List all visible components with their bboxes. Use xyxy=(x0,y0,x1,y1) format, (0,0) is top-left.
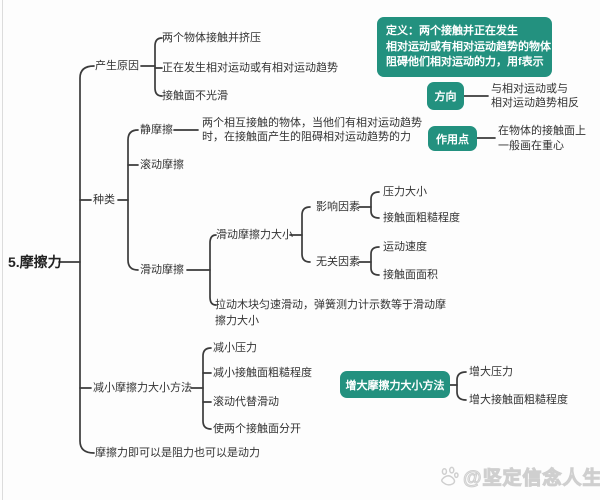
influence-item-1: 压力大小 xyxy=(383,186,427,198)
friction-role-note: 摩擦力即可以是阻力也可以是动力 xyxy=(95,447,260,459)
reduce-item-4: 使两个接触面分开 xyxy=(213,423,301,435)
irrelevant-item-2: 接触面面积 xyxy=(383,269,438,281)
branch-reduce-methods: 减小摩擦力大小方法 xyxy=(93,382,192,394)
watermark-text: @坚定信念人生 xyxy=(463,468,600,490)
branch-types: 种类 xyxy=(93,194,115,206)
irrelevant-item-1: 运动速度 xyxy=(383,241,427,253)
watermark: @坚定信念人生 xyxy=(438,463,600,490)
increase-methods-box: 增大摩擦力大小方法 xyxy=(340,371,450,398)
type-rolling-friction: 滚动摩擦 xyxy=(140,159,184,171)
page-left-border xyxy=(2,0,3,500)
definition-box: 定义：两个接触并正在发生 相对运动或有相对运动趋势的物体 阻碍他们相对运动的力，… xyxy=(377,17,552,77)
cause-item-1: 两个物体接触并挤压 xyxy=(162,32,261,44)
cause-item-2: 正在发生相对运动或有相对运动趋势 xyxy=(162,62,338,74)
irrelevant-factors: 无关因素 xyxy=(316,256,360,268)
reduce-item-3: 滚动代替滑动 xyxy=(213,396,279,408)
cause-item-3: 接触面不光滑 xyxy=(162,90,228,102)
sliding-friction-magnitude: 滑动摩擦力大小 xyxy=(216,229,293,241)
static-friction-desc: 两个相互接触的物体，当他们有相对运动趋势 时，在接触面产生的阻碍相对运动趋势的力 xyxy=(202,117,422,143)
increase-item-2: 增大接触面粗糙程度 xyxy=(469,394,568,406)
increase-item-1: 增大压力 xyxy=(469,366,513,378)
direction-box: 方向 xyxy=(427,82,464,110)
action-point-desc: 在物体的接触面上 一般画在重心 xyxy=(498,125,586,152)
type-sliding-friction: 滑动摩擦 xyxy=(140,264,184,276)
type-static-friction: 静摩擦 xyxy=(140,124,173,136)
direction-desc: 与相对运动或与 相对运动趋势相反 xyxy=(491,83,579,109)
sliding-measure-note: 拉动木块匀速滑动，弹簧测力计示数等于滑动摩 擦力大小 xyxy=(215,299,446,327)
paw-icon xyxy=(441,466,459,486)
reduce-item-2: 减小接触面粗糙程度 xyxy=(213,367,312,379)
influence-item-2: 接触面粗糙程度 xyxy=(383,212,460,224)
action-point-box: 作用点 xyxy=(428,126,477,151)
root-node: 5.摩擦力 xyxy=(8,254,62,270)
branch-causes: 产生原因 xyxy=(95,60,139,72)
influence-factors: 影响因素 xyxy=(316,201,360,213)
reduce-item-1: 减小压力 xyxy=(213,342,257,354)
